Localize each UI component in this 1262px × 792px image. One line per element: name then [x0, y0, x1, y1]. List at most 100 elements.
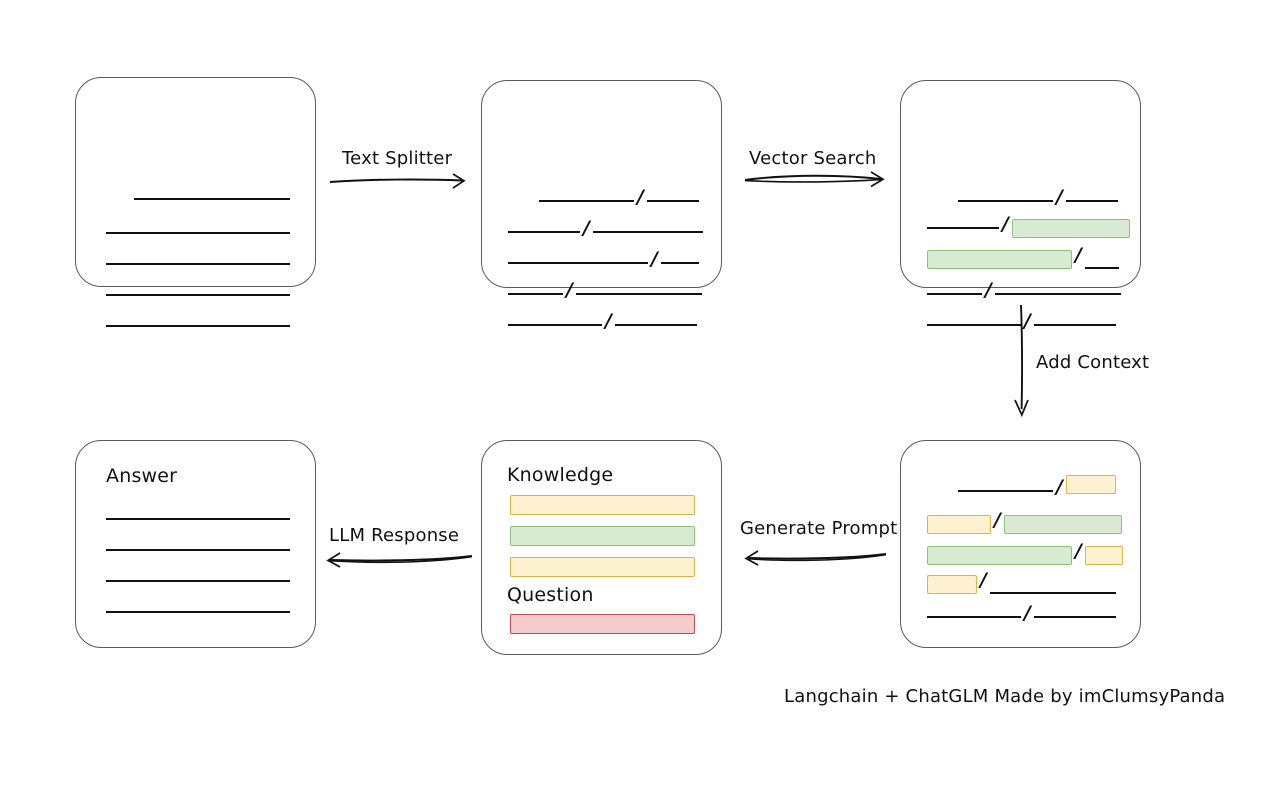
llm-response-label: LLM Response [329, 525, 460, 546]
text-splitter-arrow [329, 173, 466, 189]
text-line-segment [958, 200, 1053, 202]
prompt-panel-box[interactable]: Knowledge Question [481, 440, 722, 655]
generate-prompt-arrow [744, 550, 887, 566]
document-line [134, 189, 290, 209]
prompt-chunk-highlight [927, 574, 977, 594]
text-line-segment [1084, 267, 1119, 269]
matched-chunk-highlight [1003, 514, 1122, 534]
split-separator: / [637, 185, 644, 208]
text-line-segment [592, 231, 703, 233]
generate-prompt-label: Generate Prompt [740, 518, 898, 539]
text-line-segment [106, 611, 290, 613]
knowledge-bar [510, 495, 695, 515]
split-separator: / [985, 278, 992, 301]
document-line: / [508, 247, 699, 273]
split-separator: / [1024, 601, 1031, 624]
add-context-label: Add Context [1036, 352, 1150, 373]
text-line-segment [646, 200, 699, 202]
document-line [106, 223, 290, 243]
text-line-segment [106, 325, 290, 327]
prompt-chunk-highlight [1084, 545, 1123, 565]
document-line: / [508, 309, 697, 335]
prompt-chunk-highlight [927, 514, 991, 534]
knowledge-bar [510, 557, 695, 577]
prompt-panel-inner: Knowledge Question [482, 441, 721, 654]
text-line-segment [106, 580, 290, 582]
matched-chunk-highlight [1011, 218, 1130, 238]
document-line: / [927, 539, 1123, 565]
text-line-segment [614, 324, 697, 326]
knowledge-label: Knowledge [507, 464, 614, 486]
vector-matched-lines: / / / / / [901, 81, 1140, 330]
text-line-segment [958, 490, 1053, 492]
text-line-segment [660, 262, 699, 264]
answer-panel-inner: Answer [76, 441, 315, 647]
document-line: / [927, 278, 1121, 304]
document-line [106, 254, 290, 274]
question-bar [510, 614, 695, 634]
document-line [106, 285, 290, 305]
text-line-segment [989, 592, 1116, 594]
document-line: / [958, 187, 1118, 211]
credit-footer: Langchain + ChatGLM Made by imClumsyPand… [784, 686, 1226, 707]
source-document-box[interactable] [75, 77, 316, 327]
split-document-lines: / / / / / [482, 81, 721, 330]
text-line-segment [927, 293, 982, 295]
split-separator: / [605, 309, 612, 332]
text-line-segment [927, 227, 999, 229]
answer-line [106, 602, 290, 622]
document-line: / [927, 508, 1122, 534]
context-document-lines: / / / / / [901, 441, 1140, 647]
text-line-segment [106, 294, 290, 296]
document-line: / [508, 216, 703, 242]
text-splitter-label: Text Splitter [342, 148, 453, 169]
text-line-segment [508, 231, 580, 233]
answer-label: Answer [106, 465, 178, 487]
split-separator: / [994, 508, 1001, 531]
split-separator: / [980, 568, 987, 591]
split-separator: / [1075, 539, 1082, 562]
matched-chunk-highlight [927, 545, 1072, 565]
add-context-arrow [1014, 304, 1029, 418]
text-line-segment [508, 293, 563, 295]
matched-chunk-highlight [927, 249, 1072, 269]
text-line-segment [1065, 200, 1118, 202]
document-line: / [539, 185, 699, 211]
llm-response-arrow [326, 552, 473, 568]
split-separator: / [1075, 243, 1082, 266]
vector-matched-document-box[interactable]: / / / / / [900, 80, 1141, 330]
text-line-segment [134, 198, 290, 200]
context-document-box[interactable]: / / / / / [900, 440, 1141, 648]
text-line-segment [106, 232, 290, 234]
split-separator: / [1056, 475, 1063, 498]
text-line-segment [994, 293, 1121, 295]
prompt-chunk-highlight [1065, 474, 1116, 494]
vector-search-label: Vector Search [749, 148, 877, 169]
answer-line [106, 540, 290, 560]
document-line: / [927, 243, 1119, 269]
text-line-segment [106, 549, 290, 551]
split-separator: / [1024, 309, 1031, 332]
document-line: / [958, 474, 1116, 501]
split-document-box[interactable]: / / / / / [481, 80, 722, 330]
document-line: / [927, 568, 1116, 594]
document-line: / [927, 309, 1116, 335]
text-line-segment [106, 518, 290, 520]
text-line-segment [1033, 324, 1116, 326]
text-line-segment [927, 616, 1021, 618]
text-line-segment [508, 324, 602, 326]
text-line-segment [539, 200, 634, 202]
split-separator: / [566, 278, 573, 301]
split-separator: / [651, 247, 658, 270]
document-line: / [927, 212, 1130, 238]
text-line-segment [1033, 616, 1116, 618]
text-line-segment [508, 262, 648, 264]
text-line-segment [106, 263, 290, 265]
document-line [106, 316, 290, 336]
split-separator: / [583, 216, 590, 239]
answer-panel-box[interactable]: Answer [75, 440, 316, 648]
question-label: Question [507, 584, 594, 606]
document-line: / [508, 278, 702, 304]
split-separator: / [1002, 212, 1009, 235]
